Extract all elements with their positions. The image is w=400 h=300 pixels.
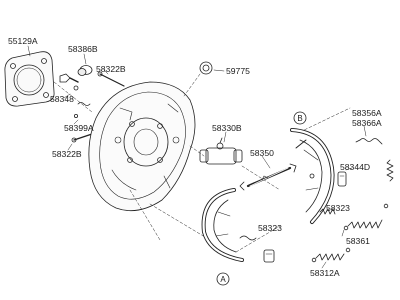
- label-58323-right: 58323: [326, 203, 350, 213]
- bolt-58348: [59, 73, 79, 91]
- brake-shoe-left: [201, 188, 244, 262]
- backing-plate: [88, 81, 196, 212]
- leader-58361: [341, 229, 345, 237]
- callout-b-circle: [293, 111, 307, 125]
- leader-58399a: [73, 119, 79, 125]
- label-58356a: 58356A: [352, 108, 382, 118]
- label-55129a: 55129A: [8, 36, 38, 46]
- label-58323-left: 58323: [258, 223, 282, 233]
- grommet-59775: [199, 61, 213, 75]
- label-58312a: 58312A: [310, 268, 340, 278]
- leader-58350: [261, 155, 271, 169]
- leader-58330b: [223, 131, 227, 143]
- assembly-guide-lines: [53, 73, 351, 253]
- callout-a-label: A: [220, 275, 226, 284]
- leader-55129a: [27, 45, 31, 57]
- adjuster-strut: [239, 139, 307, 191]
- wheel-cylinder: [199, 137, 243, 165]
- brake-shoe-right: [290, 128, 335, 224]
- label-58348: 58348: [50, 94, 74, 104]
- clip-58399a: [74, 102, 91, 119]
- label-58399a: 58399A: [64, 123, 94, 133]
- hold-down-pin-top: [97, 71, 125, 87]
- callout-b-label: B: [297, 114, 302, 123]
- leader-58312a: [321, 261, 327, 269]
- leader-58344d: [345, 167, 353, 171]
- leader-58322b-bot: [67, 143, 73, 151]
- leader-59775: [213, 69, 225, 72]
- gasket-plate: [4, 51, 55, 107]
- spring-clip-58344d: [337, 171, 347, 187]
- spring-58361: [319, 208, 336, 215]
- callout-a-circle: [216, 272, 230, 286]
- spring-58323-left: [239, 235, 257, 241]
- label-58361: 58361: [346, 236, 370, 246]
- label-58386b: 58386B: [68, 44, 98, 54]
- retainer-clip-left: [263, 249, 275, 263]
- return-spring-top: [355, 138, 383, 145]
- leader-58322b-top: [103, 69, 109, 75]
- label-58330b: 58330B: [212, 123, 242, 133]
- spring-58312a: [311, 247, 351, 263]
- spring-vertical-right: [386, 159, 394, 182]
- label-58366a: 58366A: [352, 118, 382, 128]
- part-label-layer: 55129A 58386B 58322B 59775 58348 58399A …: [8, 36, 382, 284]
- label-58350: 58350: [250, 148, 274, 158]
- label-59775: 59775: [226, 66, 250, 76]
- plug-58386b: [77, 65, 93, 76]
- hold-down-pin-bottom: [71, 133, 93, 143]
- leader-58356a: [363, 125, 367, 137]
- label-58322b-top: 58322B: [96, 64, 126, 74]
- leader-58348: [63, 93, 71, 99]
- leader-58386b: [83, 53, 87, 65]
- label-58344d: 58344D: [340, 162, 370, 172]
- label-58322b-bottom: 58322B: [52, 149, 82, 159]
- spring-58323-right: [343, 203, 389, 231]
